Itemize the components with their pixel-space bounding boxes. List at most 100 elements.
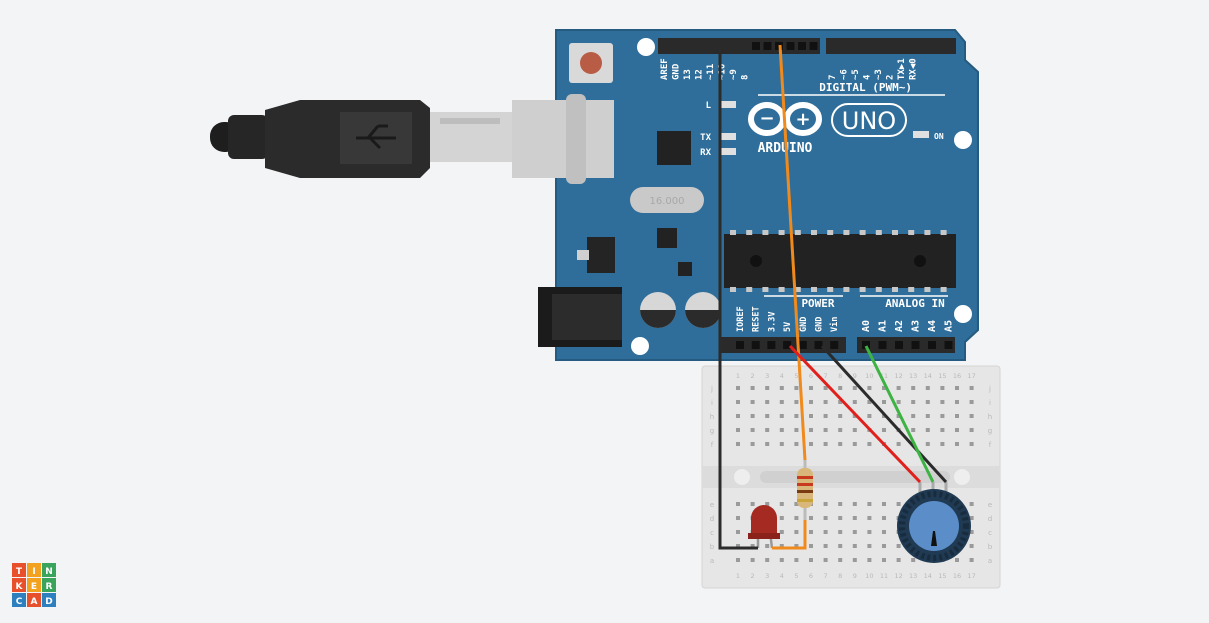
breadboard-hole[interactable] xyxy=(911,400,916,404)
breadboard-hole[interactable] xyxy=(867,530,872,534)
breadboard-hole[interactable] xyxy=(750,442,755,446)
digital-pin-socket[interactable] xyxy=(671,42,680,50)
breadboard-hole[interactable] xyxy=(969,400,974,404)
power-pin-socket[interactable] xyxy=(798,341,807,349)
breadboard-hole[interactable] xyxy=(736,386,740,390)
breadboard-hole[interactable] xyxy=(809,414,813,418)
breadboard-hole[interactable] xyxy=(867,442,872,446)
breadboard-hole[interactable] xyxy=(823,414,828,418)
breadboard-hole[interactable] xyxy=(779,502,784,506)
analog-pin-socket[interactable] xyxy=(862,341,870,349)
breadboard-hole[interactable] xyxy=(794,502,799,506)
breadboard-hole[interactable] xyxy=(925,400,930,404)
breadboard-hole[interactable] xyxy=(779,414,784,418)
breadboard-hole[interactable] xyxy=(750,428,755,432)
breadboard-hole[interactable] xyxy=(779,516,784,520)
breadboard-hole[interactable] xyxy=(765,386,770,390)
breadboard-hole[interactable] xyxy=(882,386,886,390)
breadboard-hole[interactable] xyxy=(896,442,901,446)
digital-pin-socket[interactable] xyxy=(862,42,871,50)
breadboard-hole[interactable] xyxy=(823,442,828,446)
digital-pin-socket[interactable] xyxy=(763,42,772,50)
digital-pin-socket[interactable] xyxy=(885,42,894,50)
breadboard-hole[interactable] xyxy=(736,558,740,562)
digital-pin-socket[interactable] xyxy=(908,42,917,50)
breadboard-hole[interactable] xyxy=(838,386,843,390)
breadboard-hole[interactable] xyxy=(969,386,974,390)
pot-knob[interactable] xyxy=(909,501,959,551)
breadboard-hole[interactable] xyxy=(882,502,886,506)
breadboard-hole[interactable] xyxy=(750,558,755,562)
power-pin-socket[interactable] xyxy=(767,341,776,349)
breadboard-hole[interactable] xyxy=(809,428,813,432)
wire-gnd-black[interactable] xyxy=(718,45,758,550)
digital-sockets[interactable] xyxy=(660,42,917,50)
digital-pin-socket[interactable] xyxy=(897,42,905,50)
breadboard-hole[interactable] xyxy=(736,428,740,432)
digital-pin-socket[interactable] xyxy=(828,42,836,50)
breadboard-hole[interactable] xyxy=(809,442,813,446)
breadboard-hole[interactable] xyxy=(736,414,740,418)
breadboard-hole[interactable] xyxy=(736,502,740,506)
breadboard-hole[interactable] xyxy=(867,400,872,404)
breadboard-hole[interactable] xyxy=(779,530,784,534)
wire-a0-green[interactable] xyxy=(864,345,935,483)
breadboard-hole[interactable] xyxy=(823,530,828,534)
breadboard-hole[interactable] xyxy=(969,502,974,506)
breadboard-hole[interactable] xyxy=(823,400,828,404)
breadboard-hole[interactable] xyxy=(867,516,872,520)
breadboard-hole[interactable] xyxy=(838,530,843,534)
breadboard-hole[interactable] xyxy=(852,400,857,404)
breadboard-hole[interactable] xyxy=(882,516,886,520)
breadboard-hole[interactable] xyxy=(940,442,945,446)
digital-pin-socket[interactable] xyxy=(660,42,668,50)
breadboard-hole[interactable] xyxy=(823,428,828,432)
breadboard-hole[interactable] xyxy=(896,544,901,548)
breadboard-hole[interactable] xyxy=(940,386,945,390)
breadboard-hole[interactable] xyxy=(852,386,857,390)
breadboard-hole[interactable] xyxy=(911,386,916,390)
breadboard-hole[interactable] xyxy=(765,558,770,562)
breadboard-hole[interactable] xyxy=(765,442,770,446)
breadboard-hole[interactable] xyxy=(779,400,784,404)
resistor[interactable] xyxy=(797,460,813,520)
breadboard-hole[interactable] xyxy=(779,544,784,548)
breadboard-hole[interactable] xyxy=(736,530,740,534)
breadboard-hole[interactable] xyxy=(969,428,974,432)
breadboard-hole[interactable] xyxy=(794,544,799,548)
breadboard-hole[interactable] xyxy=(867,558,872,562)
breadboard-hole[interactable] xyxy=(736,442,740,446)
breadboard-hole[interactable] xyxy=(896,502,901,506)
breadboard-hole[interactable] xyxy=(779,428,784,432)
digital-pin-socket[interactable] xyxy=(706,42,714,50)
breadboard-hole[interactable] xyxy=(911,428,916,432)
analog-pin-socket[interactable] xyxy=(895,341,903,349)
breadboard-hole[interactable] xyxy=(838,400,843,404)
breadboard-hole[interactable] xyxy=(765,414,770,418)
breadboard-hole[interactable] xyxy=(852,414,857,418)
breadboard-hole[interactable] xyxy=(925,414,930,418)
breadboard-hole[interactable] xyxy=(794,530,799,534)
power-pin-socket[interactable] xyxy=(814,341,823,349)
breadboard-hole[interactable] xyxy=(765,428,770,432)
breadboard-hole[interactable] xyxy=(838,544,843,548)
breadboard-hole[interactable] xyxy=(969,414,974,418)
red-led[interactable] xyxy=(748,505,780,549)
breadboard-hole[interactable] xyxy=(940,428,945,432)
digital-pin-socket[interactable] xyxy=(798,42,806,50)
breadboard-hole[interactable] xyxy=(765,400,770,404)
breadboard-hole[interactable] xyxy=(823,544,828,548)
breadboard-hole[interactable] xyxy=(794,428,799,432)
arduino-uno-board[interactable]: 16.000 L TX RX ON − + xyxy=(512,29,979,361)
breadboard-hole[interactable] xyxy=(911,414,916,418)
breadboard-hole[interactable] xyxy=(794,386,799,390)
breadboard-hole[interactable] xyxy=(779,558,784,562)
analog-pin-socket[interactable] xyxy=(944,341,953,349)
digital-pin-socket[interactable] xyxy=(740,42,749,50)
breadboard-hole[interactable] xyxy=(779,386,784,390)
breadboard-hole[interactable] xyxy=(838,414,843,418)
breadboard-hole[interactable] xyxy=(794,558,799,562)
digital-pin-socket[interactable] xyxy=(752,42,760,50)
potentiometer[interactable] xyxy=(897,482,971,563)
breadboard-hole[interactable] xyxy=(809,544,813,548)
